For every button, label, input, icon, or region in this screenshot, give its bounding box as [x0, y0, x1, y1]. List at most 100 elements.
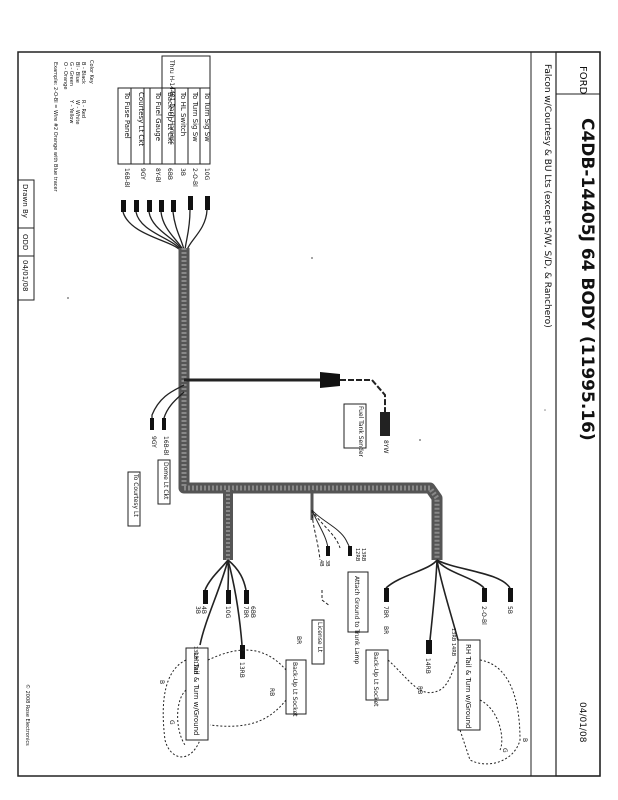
trunk-wire: [311, 509, 321, 561]
wire-13rb: 13RB: [360, 548, 366, 562]
table-code: 10G: [203, 168, 210, 181]
table-dest: Courtesy Lt Ckt: [137, 92, 145, 146]
table-dest: To Fuse Panel: [123, 91, 131, 139]
drawn-by-block: Drawn By ODD 04/01/08: [17, 179, 35, 301]
table-dest: To Fuel Gauge: [154, 91, 162, 141]
rh-label-g: G: [501, 748, 508, 753]
rh-tail-box: [457, 639, 481, 731]
fan-wire: [135, 211, 182, 251]
fuel-connector: [380, 412, 390, 436]
lh-loop: [177, 689, 187, 746]
color-key-line: R - Red: [80, 100, 86, 118]
color-key-example: Example: 2-O-Bl = Wire #2 Orange with Bl…: [52, 62, 58, 193]
fan-wire: [172, 211, 185, 251]
lh-wire-3b: [204, 559, 229, 591]
drawn-by-who: ODD: [21, 234, 29, 250]
lh-wire-13rb: [227, 559, 243, 646]
table-dest: Back-Up Lt Ckt: [166, 92, 174, 144]
rh-loop: [479, 699, 503, 751]
courtesy-16b-label: 16B-Bl: [162, 436, 169, 456]
rh-loop: [387, 659, 459, 694]
terminal-pin: [205, 196, 210, 210]
attach-ground-label: Attach Ground to Trunk Lamp: [353, 576, 360, 664]
lh-tail-box: [185, 647, 209, 741]
lh-terminal-10g: [226, 590, 231, 604]
rh-ground-loops: [387, 659, 521, 765]
rh-label-b: B: [521, 738, 528, 742]
speck: [311, 257, 313, 259]
harness-wrap: [181, 248, 440, 560]
group-label-frame: [161, 55, 211, 89]
wire-3b: 3B: [324, 560, 330, 567]
lh-label-3b: 3B: [194, 606, 201, 614]
rh-loop: [459, 659, 521, 765]
fan-wire: [122, 211, 181, 251]
lh-backup-box: [285, 659, 307, 715]
title-block-frame: [555, 51, 601, 777]
rh-wire-2ob: [436, 559, 485, 589]
table-dest: To HL Switch: [179, 91, 187, 136]
rh-label-7br: 7BR: [382, 606, 389, 618]
lh-wire-12rb: [199, 559, 229, 646]
terminal-pin: [326, 546, 330, 556]
courtesy-terminal: [150, 418, 154, 430]
rh-backup-box: [365, 649, 389, 701]
table-code: 3B: [179, 168, 186, 176]
main-harness: [178, 248, 443, 560]
terminal-pin: [147, 200, 152, 212]
license-lead: [321, 590, 331, 607]
lh-label-br: BR: [295, 636, 302, 644]
fuel-wire-label: 8YW: [382, 440, 389, 453]
rh-terminal-14rb: [426, 640, 432, 654]
trunk-wire: [311, 509, 329, 549]
rh-label-br: BR: [382, 626, 389, 634]
terminal-pin: [171, 200, 176, 212]
table-dest: To Turn Sig Sw: [203, 91, 211, 142]
lh-terminal-3b: [203, 590, 208, 604]
table-code: 8Y-Bl: [154, 168, 161, 183]
attach-ground-box: [347, 571, 369, 633]
courtesy-branch: [151, 384, 185, 430]
terminal-pin: [188, 196, 193, 210]
lh-tail-label: LH Tail & Turn w/Ground: [192, 652, 200, 736]
lh-label-b: B: [158, 680, 165, 684]
rh-branch: [385, 559, 511, 641]
terminal-pin: [134, 200, 139, 212]
rh-wire-14rb: [429, 559, 438, 641]
scan-specks: [67, 257, 546, 441]
lh-label-rb: RB: [268, 688, 275, 696]
lh-backup-label: Back-Up Lt Socket: [291, 662, 298, 717]
speck: [419, 439, 421, 441]
lh-label-10g: 10G: [224, 606, 231, 619]
table-code: 9GY: [139, 168, 146, 180]
rh-terminal-5b: [508, 588, 513, 602]
lh-label-13rb: 13RB: [238, 662, 245, 678]
drawn-by-frame: [17, 179, 35, 301]
fuel-tank-box: [343, 403, 367, 449]
trunk-lamp-branch: [311, 509, 351, 561]
fan-wire: [160, 211, 184, 251]
dash-wire-fan: [122, 209, 208, 251]
speck: [67, 297, 69, 299]
lh-ground-loops: [162, 649, 287, 758]
fan-wire: [186, 209, 208, 251]
rh-label-rb: RB: [416, 686, 423, 694]
color-key-title: Color Key: [88, 60, 94, 84]
lh-wires-label: 13RB 12RB: [192, 646, 198, 675]
trunk-wire: [311, 509, 351, 549]
rh-label-2ob: 2-O-Bl: [480, 606, 487, 625]
fuel-grommet: [320, 372, 340, 388]
lh-label-6bb: 6BB: [249, 606, 256, 618]
wire-4b: 4B: [318, 560, 324, 567]
rh-wire-5b: [436, 559, 511, 589]
title-description: Falcon w/Courtesy & BU Lts (except S/W, …: [542, 64, 552, 328]
rh-label-5b: 5B: [506, 606, 513, 614]
dash-terminals: [121, 196, 210, 212]
dome-terminal: [162, 418, 166, 430]
table-code: 16B-Bl: [123, 168, 130, 188]
lh-terminal-7br: [244, 590, 249, 604]
color-key: Color Key B - Black Bl - Blue G - Green …: [52, 60, 94, 193]
title-block: FORD C4DB-14405J 64 BODY (11995.16) Falc…: [530, 51, 601, 777]
